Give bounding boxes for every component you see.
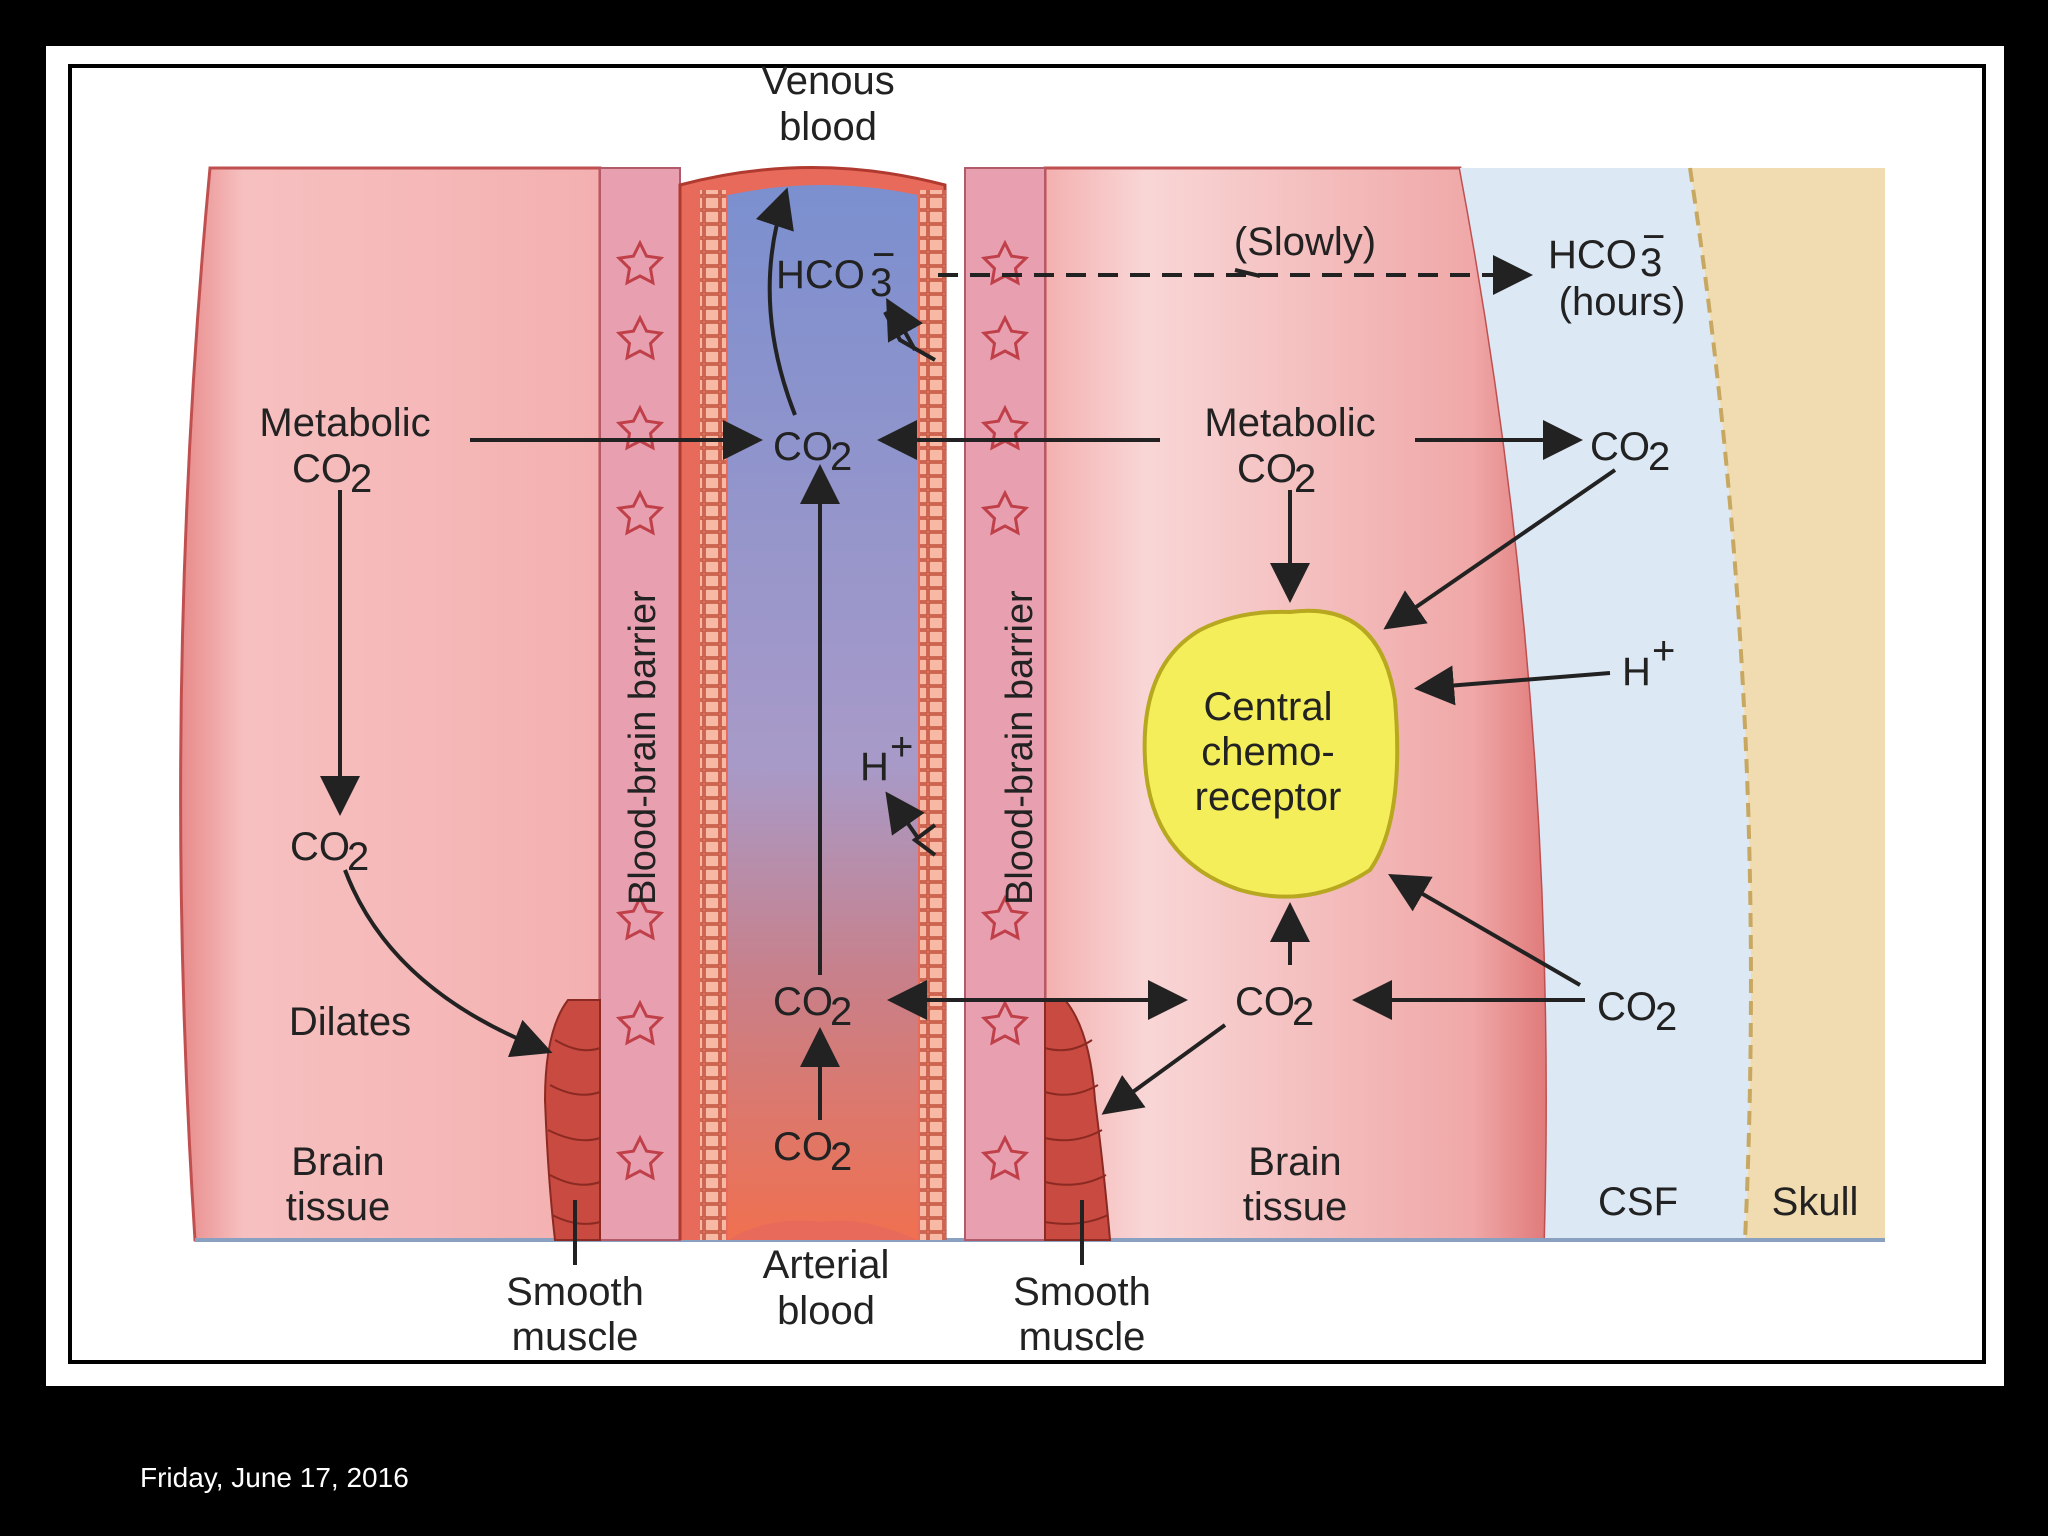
left-brain-tissue: [179, 166, 602, 1242]
astrocyte-icon: [980, 894, 1030, 941]
metabolic-right-co2-sub: 2: [1294, 457, 1316, 501]
brain-tissue-right-1: Brain: [1248, 1140, 1341, 1184]
astrocyte-icon: [980, 489, 1030, 536]
skull-region: [1690, 168, 1885, 1240]
astrocyte-icon: [615, 239, 665, 286]
central-label-2: chemo-: [1201, 730, 1334, 774]
astrocyte-icon: [615, 999, 665, 1046]
hco3-csf-sub: 3: [1640, 241, 1662, 285]
co2-csf-bottom-sub: 2: [1655, 995, 1677, 1039]
smooth-muscle-left: [543, 999, 601, 1241]
astrocyte-icon: [980, 999, 1030, 1046]
co2-csf-bottom: CO: [1597, 985, 1657, 1029]
h-plus-vessel-sup: +: [890, 725, 913, 769]
arterial-blood-label: Arterial: [763, 1243, 890, 1287]
brain-tissue-right-2: tissue: [1243, 1185, 1348, 1229]
csf-label: CSF: [1598, 1180, 1678, 1224]
hco3-csf-sup: −: [1642, 215, 1665, 259]
co2-vessel-bottom: CO: [773, 1125, 833, 1169]
bbb-left-label: Blood-brain barrier: [622, 590, 664, 905]
csf-region: [1460, 168, 1751, 1240]
central-chemoreceptor-body: [1142, 608, 1400, 899]
brain-tissue-left-1: Brain: [291, 1140, 384, 1184]
co2-vessel-mid: CO: [773, 980, 833, 1024]
astrocyte-icon: [980, 314, 1030, 361]
dilates-label: Dilates: [289, 1000, 411, 1044]
bbb-right-band: [964, 167, 1046, 1241]
co2-left-mid: CO: [290, 825, 350, 869]
metabolic-left-label: Metabolic: [259, 401, 430, 445]
smooth-muscle-right-2: muscle: [1019, 1315, 1146, 1359]
smooth-muscle-right-1: Smooth: [1013, 1270, 1151, 1314]
bbb-right-label: Blood-brain barrier: [999, 590, 1041, 905]
h-plus-csf-sup: +: [1652, 629, 1675, 673]
brain-tissue-left-2: tissue: [286, 1185, 391, 1229]
metabolic-left-co2: CO: [292, 447, 352, 491]
metabolic-right-co2: CO: [1237, 447, 1297, 491]
vessel-wall-left: [700, 190, 726, 1240]
skull-label: Skull: [1772, 1180, 1859, 1224]
skull-boundary: [1688, 167, 1753, 1241]
bbb-left-band: [599, 167, 681, 1241]
hco3-csf-label: HCO: [1548, 233, 1637, 277]
co2-vessel-mid-sub: 2: [830, 990, 852, 1034]
co2-vessel-top-sub: 2: [830, 435, 852, 479]
h-plus-vessel: H: [860, 745, 889, 789]
central-label-3: receptor: [1195, 775, 1342, 819]
smooth-muscle-left-2: muscle: [512, 1315, 639, 1359]
venous-blood-label: Venous: [761, 59, 894, 103]
co2-vessel-bottom-sub: 2: [830, 1135, 852, 1179]
h-plus-csf: H: [1622, 650, 1651, 694]
footer-date: Friday, June 17, 2016: [140, 1462, 409, 1493]
smooth-muscle-left-1: Smooth: [506, 1270, 644, 1314]
vessel-lumen: [728, 185, 918, 1240]
central-label-1: Central: [1204, 685, 1333, 729]
vessel-wall-right: [920, 190, 946, 1240]
co2-csf-top-sub: 2: [1648, 435, 1670, 479]
astrocyte-icon: [615, 1134, 665, 1181]
metabolic-right-label: Metabolic: [1204, 401, 1375, 445]
co2-tissue-right-mid-sub: 2: [1292, 990, 1314, 1034]
co2-vessel-top: CO: [773, 425, 833, 469]
co2-tissue-right-mid: CO: [1235, 980, 1295, 1024]
astrocyte-icon: [615, 314, 665, 361]
hours-label: (hours): [1559, 280, 1686, 324]
astrocyte-icon: [615, 489, 665, 536]
astrocyte-icon: [980, 1134, 1030, 1181]
labels: Venous blood HCO 3 − (Slowly) HCO 3 − (h…: [259, 59, 1858, 1359]
astrocyte-icon: [615, 894, 665, 941]
slowly-label: (Slowly): [1234, 220, 1376, 264]
co2-left-mid-sub: 2: [347, 835, 369, 879]
venous-blood-label-2: blood: [779, 105, 877, 149]
hco3-vessel-label: HCO: [776, 253, 865, 297]
arterial-blood-label-2: blood: [777, 1289, 875, 1333]
metabolic-left-co2-sub: 2: [350, 457, 372, 501]
smooth-muscle-right: [1044, 999, 1112, 1241]
hco3-vessel-sup: −: [872, 233, 895, 277]
hco3-vessel-sub: 3: [870, 261, 892, 305]
co2-csf-top: CO: [1590, 425, 1650, 469]
flow-arrows: [320, 187, 1617, 1265]
